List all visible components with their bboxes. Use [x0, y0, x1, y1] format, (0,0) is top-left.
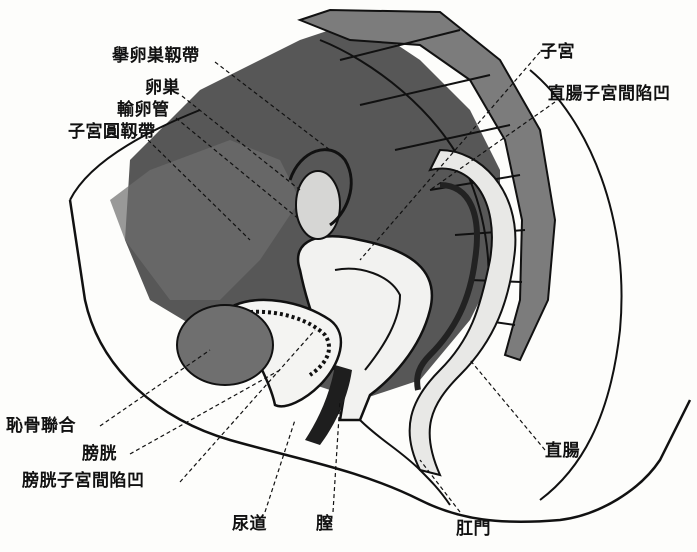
label-ovary: 卵巣	[145, 80, 180, 97]
label-vagina: 膣	[316, 516, 334, 533]
leader-rectum	[470, 360, 545, 450]
label-rectouterine-pouch: 直腸子宮間陷凹	[548, 86, 671, 103]
label-urethra: 尿道	[232, 516, 267, 533]
leader-pubic-symphysis	[100, 350, 210, 426]
leader-bladder	[130, 370, 280, 454]
label-oviduct: 輸卵管	[117, 102, 170, 119]
ovary-shape	[296, 171, 340, 239]
label-bladder: 膀胱	[82, 446, 117, 463]
label-pubic-symphysis: 恥骨聯合	[6, 418, 76, 435]
label-suspensory-ligament: 擧卵巣靱帶	[112, 48, 200, 65]
label-anus: 肛門	[456, 521, 491, 538]
pubic-bone	[177, 305, 273, 385]
label-rectum: 直腸	[545, 443, 580, 460]
leader-urethra	[265, 420, 295, 512]
label-round-ligament: 子宮圓靱帶	[68, 124, 156, 141]
label-uterus: 子宮	[540, 44, 575, 61]
label-vesicouterine-pouch: 膀胱子宮間陷凹	[22, 473, 145, 490]
